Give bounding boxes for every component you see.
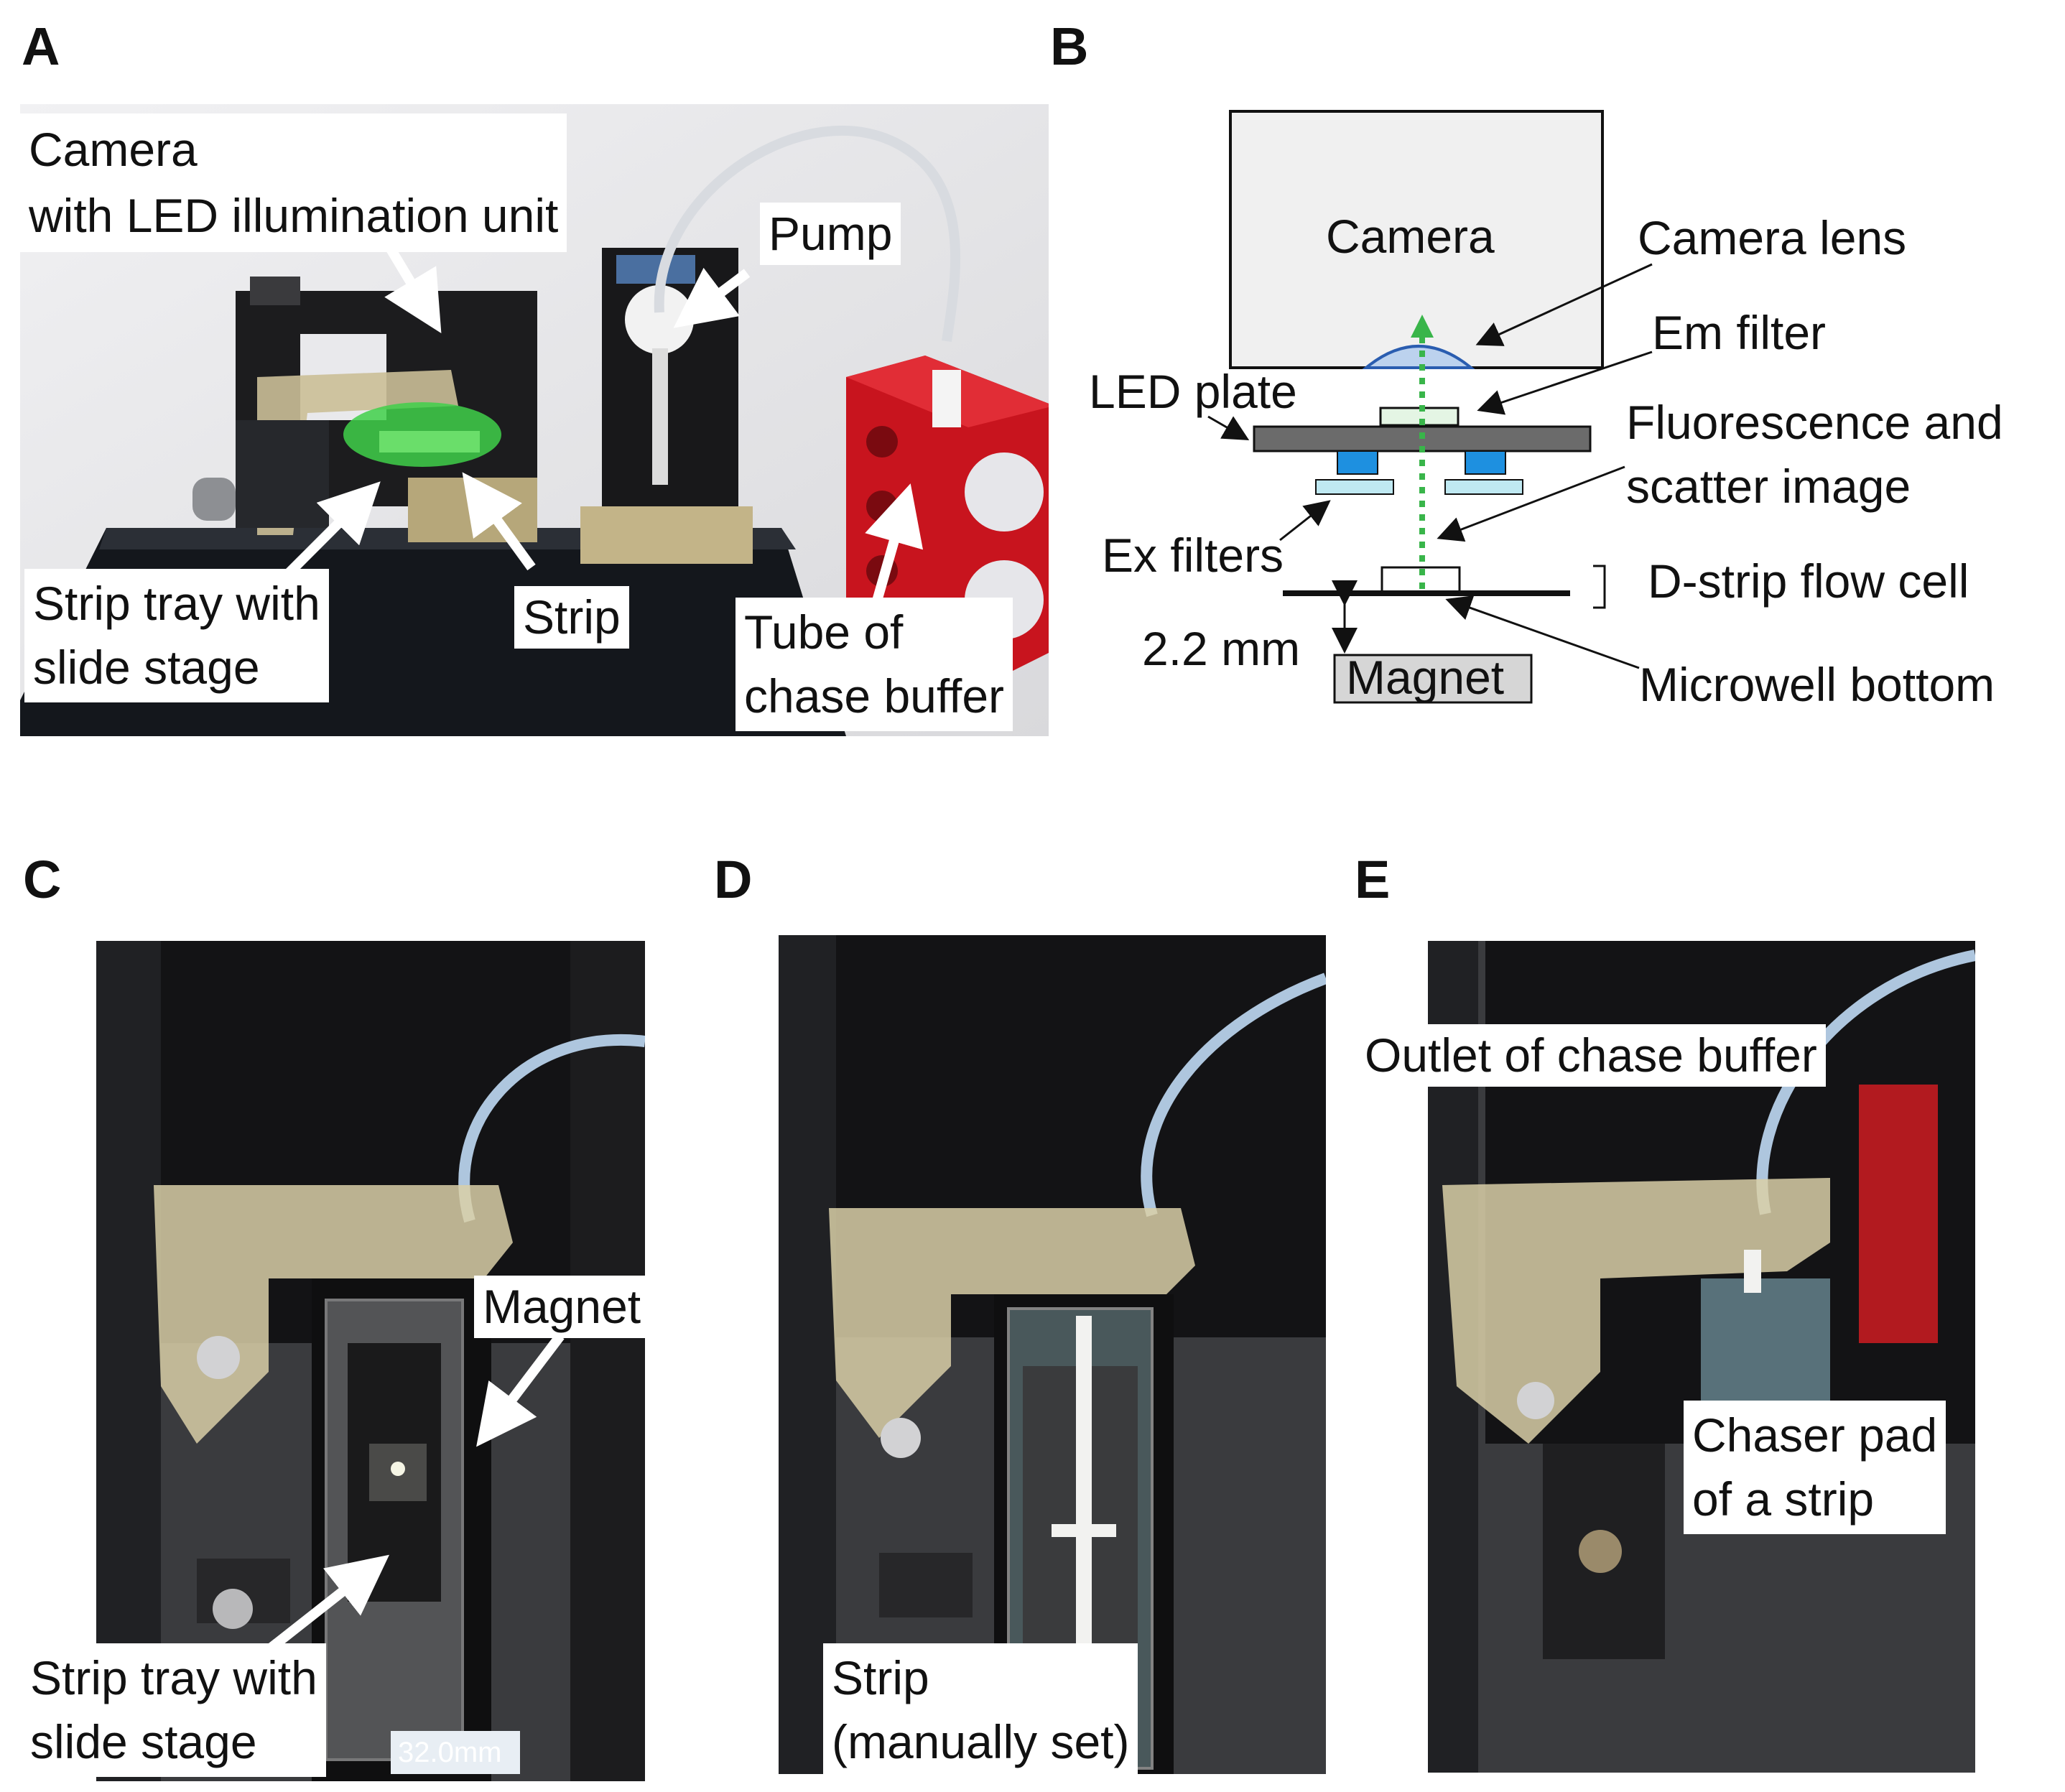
callout-strip-tray-c: Strip tray with slide stage <box>22 1643 326 1778</box>
magnet-shape <box>1333 654 1533 704</box>
callout-strip-d: Strip (manually set) <box>823 1643 1138 1778</box>
callout-magnet-c: Magnet <box>474 1276 650 1339</box>
callout-chaser: Chaser pad of a strip <box>1684 1401 1946 1535</box>
label-fluorescence: Fluorescence and scatter image <box>1626 396 2003 514</box>
leader-fluorescence <box>1437 465 1625 542</box>
label-microwell: Microwell bottom <box>1639 658 1995 711</box>
ex-filter-right-shape <box>1444 479 1523 495</box>
panel-label-e: E <box>1355 850 1391 909</box>
diagram-b <box>1207 110 1653 704</box>
callout-tube: Tube of chase buffer <box>735 598 1013 732</box>
panel-label-c: C <box>23 850 62 909</box>
label-led-plate: LED plate <box>1089 365 1297 418</box>
label-distance: 2.2 mm <box>1142 622 1301 675</box>
panel-label-a: A <box>22 17 60 76</box>
leader-em-filter <box>1477 350 1653 415</box>
label-magnet-b: Magnet <box>1346 651 1505 704</box>
callout-strip-tray-a: Strip tray with slide stage <box>24 569 329 703</box>
label-camera-lens: Camera lens <box>1638 211 1907 264</box>
leader-camera-lens <box>1475 263 1653 346</box>
panel-label-b: B <box>1050 17 1089 76</box>
led-right-shape <box>1465 450 1506 475</box>
label-flow-cell: D-strip flow cell <box>1648 554 1969 608</box>
ex-filter-left-shape <box>1315 479 1394 495</box>
callout-outlet: Outlet of chase buffer <box>1356 1024 1826 1087</box>
leader-led-plate <box>1207 415 1250 440</box>
leader-microwell <box>1445 595 1640 669</box>
callout-strip-a: Strip <box>514 586 629 649</box>
callout-camera: Camera with LED illumination unit <box>20 113 567 252</box>
panel-label-d: D <box>714 850 753 909</box>
light-path-arrowhead <box>1411 315 1434 338</box>
stage-readout-c: 32.0mm <box>398 1737 502 1768</box>
label-camera: Camera <box>1326 210 1495 263</box>
label-ex-filters: Ex filters <box>1102 529 1284 582</box>
callout-pump: Pump <box>760 203 901 266</box>
label-em-filter: Em filter <box>1652 306 1827 359</box>
leader-ex-filters <box>1279 500 1331 542</box>
led-left-shape <box>1337 450 1378 475</box>
camera-lens-shape <box>1362 345 1475 369</box>
flow-cell-bracket <box>1593 565 1606 609</box>
